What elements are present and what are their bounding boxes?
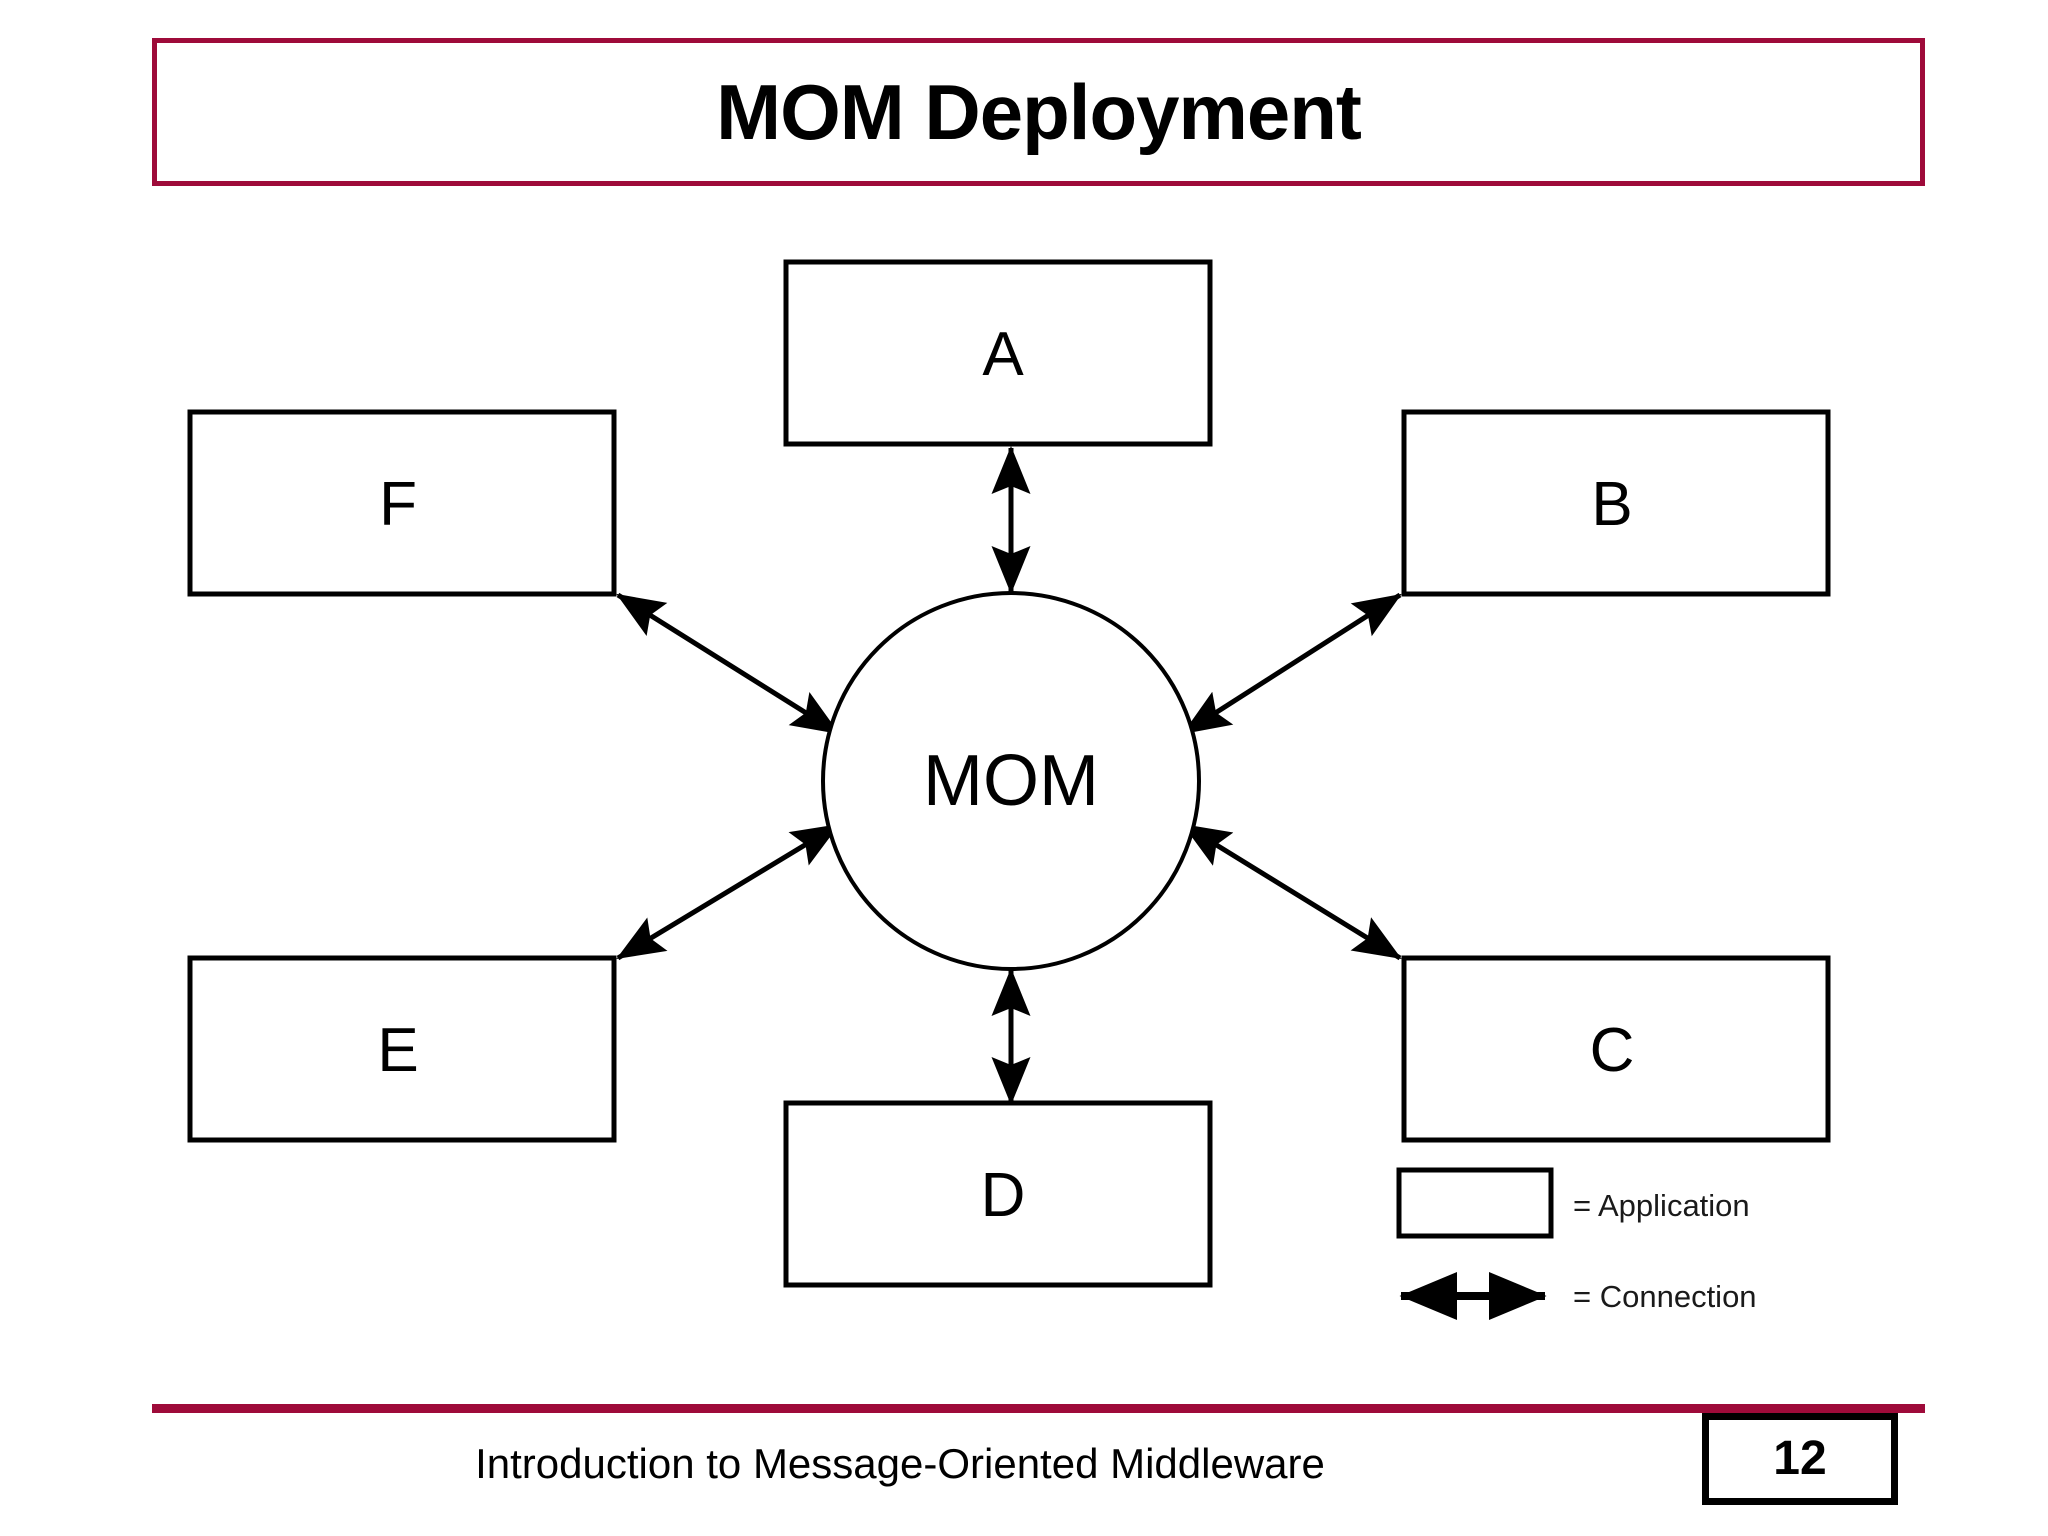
connection-lines xyxy=(616,445,1402,1106)
footer-divider xyxy=(152,1404,1925,1413)
node-f-box xyxy=(187,409,617,597)
legend-item-application: = Application xyxy=(1396,1167,1750,1239)
node-b-box xyxy=(1401,409,1831,597)
node-a[interactable]: A xyxy=(783,259,1213,447)
page-number: 12 xyxy=(1773,1432,1827,1485)
node-b[interactable]: B xyxy=(1401,409,1831,597)
legend-application-rect xyxy=(1396,1167,1554,1239)
slide-title-bar: MOM Deployment xyxy=(152,38,1925,186)
node-f-label: F xyxy=(379,470,417,539)
connection-c-mom[interactable] xyxy=(1182,822,1402,961)
footer-subtitle: Introduction to Message-Oriented Middlew… xyxy=(475,1440,1325,1487)
mom-circle xyxy=(821,591,1201,971)
node-c-box xyxy=(1401,955,1831,1143)
legend-connection-label: = Connection xyxy=(1573,1279,1757,1314)
connection-b-mom[interactable] xyxy=(1182,592,1402,736)
node-d-box xyxy=(783,1100,1213,1288)
node-f[interactable]: F xyxy=(187,409,617,597)
diagram-canvas: MOM A F B E C D xyxy=(187,259,1831,1288)
page-number-box: 12 xyxy=(1702,1413,1898,1505)
connection-f-mom[interactable] xyxy=(616,592,840,736)
node-a-label: A xyxy=(982,320,1024,389)
node-e-label: E xyxy=(377,1016,418,1085)
node-b-label: B xyxy=(1591,470,1632,539)
mom-deployment-diagram: MOM A F B E C D xyxy=(0,200,2048,1360)
legend-canvas: = Application = Connection xyxy=(1396,1167,1757,1320)
legend-application-label: = Application xyxy=(1573,1188,1750,1223)
node-c-label: C xyxy=(1590,1016,1635,1085)
node-mom-hub[interactable]: MOM xyxy=(821,591,1201,971)
node-c[interactable]: C xyxy=(1401,955,1831,1143)
node-a-box xyxy=(783,259,1213,447)
legend-item-connection: = Connection xyxy=(1399,1272,1757,1320)
mom-hub-label: MOM xyxy=(923,741,1099,821)
node-d-label: D xyxy=(981,1161,1026,1230)
node-d[interactable]: D xyxy=(783,1100,1213,1288)
node-e-box xyxy=(187,955,617,1143)
page-title: MOM Deployment xyxy=(716,68,1362,156)
connection-e-mom[interactable] xyxy=(616,822,840,961)
node-e[interactable]: E xyxy=(187,955,617,1143)
